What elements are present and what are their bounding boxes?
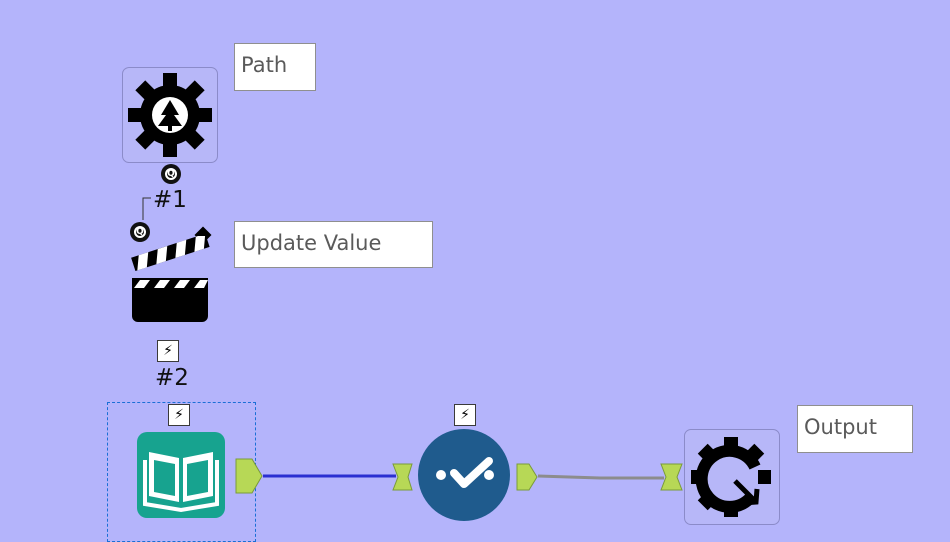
path-tool[interactable] <box>122 67 218 163</box>
update-value-tool-number: #1 <box>153 187 187 213</box>
output-tool[interactable] <box>684 429 780 525</box>
path-tool-q-badge: Q <box>161 164 181 184</box>
connection-check-to-output[interactable] <box>537 474 664 480</box>
update-value-tool[interactable] <box>128 233 212 328</box>
checkmark-circle-icon <box>418 429 510 521</box>
output-input-anchor[interactable] <box>660 462 684 492</box>
path-tool-label: Path <box>234 43 316 91</box>
book-tool[interactable] <box>135 430 227 520</box>
book-icon <box>137 432 225 518</box>
book-tool-number: #2 <box>155 365 189 391</box>
book-output-anchor[interactable] <box>234 457 264 495</box>
connector-stub <box>142 197 151 220</box>
output-tool-label: Output <box>797 405 913 453</box>
clapperboard-icon <box>131 233 210 322</box>
book-tool-event-badge: ⚡ <box>157 340 179 362</box>
gear-tree-icon <box>128 73 212 157</box>
check-tool-event-badge: ⚡ <box>454 404 476 426</box>
update-value-q-badge: Q <box>130 222 150 242</box>
check-input-anchor[interactable] <box>392 462 414 492</box>
gear-arrow-icon <box>691 437 771 517</box>
check-output-anchor[interactable] <box>515 462 539 492</box>
update-value-tool-label: Update Value <box>234 221 433 268</box>
book-tool-inner-badge: ⚡ <box>168 404 190 426</box>
check-tool[interactable] <box>416 428 512 524</box>
